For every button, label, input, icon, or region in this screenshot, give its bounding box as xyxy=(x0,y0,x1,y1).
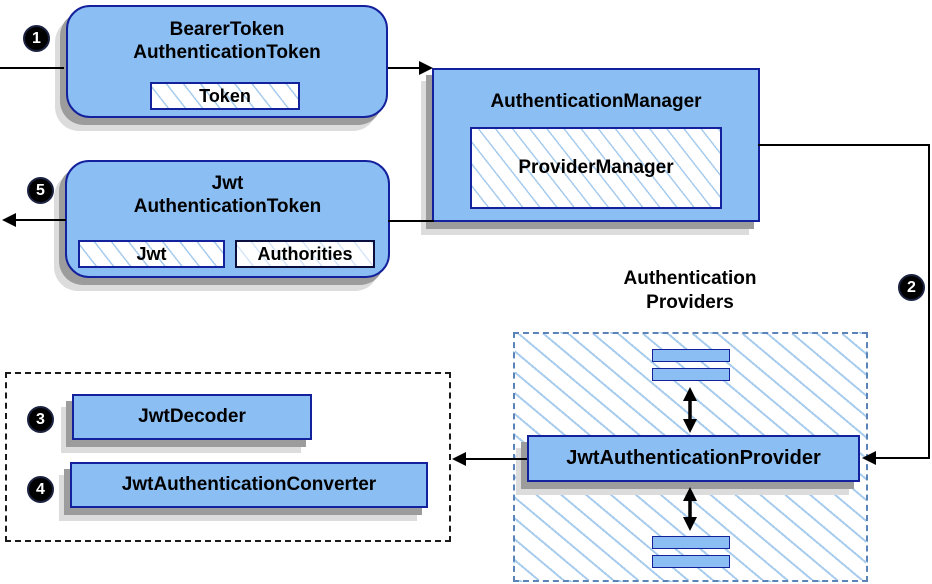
node-jwt-decoder: JwtDecoder xyxy=(72,394,312,440)
provider-stack-bar-2 xyxy=(652,368,730,381)
bearer-token-title-line2: AuthenticationToken xyxy=(133,42,321,63)
chip-provider-manager: ProviderManager xyxy=(470,127,722,209)
authentication-providers-label-line2: Providers xyxy=(646,292,734,313)
step-badge-3: 3 xyxy=(27,406,54,433)
jwt-token-title-line2: AuthenticationToken xyxy=(133,196,322,217)
authentication-manager-title: AuthenticationManager xyxy=(490,91,702,112)
jwt-token-title-line1: Jwt xyxy=(211,173,244,194)
node-jwt-authentication-provider: JwtAuthenticationProvider xyxy=(527,435,860,482)
step-badge-1: 1 xyxy=(23,25,50,52)
jwt-token-title: Jwt AuthenticationToken xyxy=(67,172,388,218)
node-jwt-authentication-converter: JwtAuthenticationConverter xyxy=(70,462,428,508)
bearer-token-title-line1: BearerToken xyxy=(169,19,285,40)
step-badge-5: 5 xyxy=(27,177,54,204)
node-jwt-authentication-token: Jwt AuthenticationToken Jwt Authorities xyxy=(65,160,390,278)
bearer-token-title: BearerToken AuthenticationToken xyxy=(68,18,386,64)
provider-stack-bar-3 xyxy=(652,536,730,549)
step-badge-2: 2 xyxy=(898,274,925,301)
node-bearer-token-authentication-token: BearerToken AuthenticationToken Token xyxy=(66,5,388,118)
arrowhead-outgoing-icon xyxy=(2,213,16,227)
provider-stack-bar-4 xyxy=(652,555,730,568)
chip-token: Token xyxy=(150,82,300,110)
chip-authorities: Authorities xyxy=(235,240,375,268)
node-authentication-manager: AuthenticationManager ProviderManager xyxy=(432,68,760,222)
arrowhead-to-collaborators-icon xyxy=(452,452,466,466)
provider-stack-bar-1 xyxy=(652,349,730,362)
step-badge-4: 4 xyxy=(27,476,54,503)
chip-jwt: Jwt xyxy=(78,240,225,268)
authentication-providers-label: Authentication Providers xyxy=(545,267,835,315)
arrowhead-to-manager-icon xyxy=(419,61,433,75)
authentication-providers-label-line1: Authentication xyxy=(623,268,757,289)
